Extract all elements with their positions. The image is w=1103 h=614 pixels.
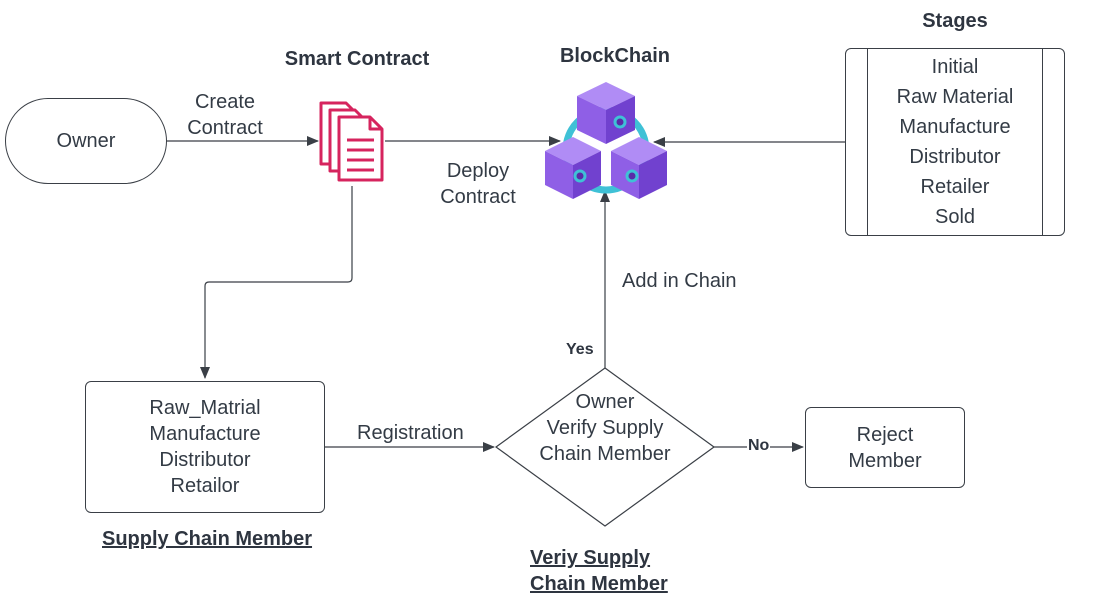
verify-title: Veriy Supply Chain Member xyxy=(530,545,668,597)
smart-contract-title: Smart Contract xyxy=(284,48,430,70)
deploy-contract-label: Deploy Contract xyxy=(423,158,533,210)
deploy-contract-line1: Deploy xyxy=(446,160,510,182)
decision-line3: Chain Member xyxy=(539,443,671,465)
stages-title: Stages xyxy=(922,10,988,32)
members-box: Raw_Matrial Manufacture Distributor Reta… xyxy=(85,381,325,513)
stage-item: Initial xyxy=(931,56,979,78)
member-item: Manufacture xyxy=(149,423,261,445)
edge-to-members xyxy=(200,186,353,379)
stages-left-divider xyxy=(867,49,868,235)
stages-panel: Initial Raw Material Manufacture Distrib… xyxy=(845,48,1065,236)
stage-item: Distributor xyxy=(909,146,1001,168)
verify-title-line1: Veriy Supply xyxy=(530,547,651,569)
stage-item: Raw Material xyxy=(896,86,1014,108)
deploy-contract-line2: Contract xyxy=(440,186,516,208)
decision-line2: Verify Supply xyxy=(546,417,664,439)
no-label: No xyxy=(747,436,771,456)
reject-line1: Reject xyxy=(856,423,914,446)
owner-label: Owner xyxy=(56,130,116,152)
document-icon xyxy=(319,101,384,182)
add-in-chain-label: Add in Chain xyxy=(622,270,737,292)
decision-text: Owner Verify Supply Chain Member xyxy=(515,389,695,467)
stages-right-divider xyxy=(1042,49,1043,235)
decision-line1: Owner xyxy=(575,391,635,413)
reject-line2: Member xyxy=(848,449,922,472)
registration-label: Registration xyxy=(357,422,464,444)
create-contract-line2: Contract xyxy=(187,117,263,139)
verify-title-line2: Chain Member xyxy=(530,573,668,595)
owner-node: Owner xyxy=(5,98,167,184)
blockchain-icon xyxy=(545,82,667,199)
decision-diamond xyxy=(494,367,716,527)
yes-label: Yes xyxy=(566,341,594,358)
stage-item: Manufacture xyxy=(899,116,1011,138)
supply-chain-member-title: Supply Chain Member xyxy=(102,528,313,550)
create-contract-line1: Create xyxy=(194,91,256,113)
member-item: Retailor xyxy=(170,475,240,497)
stage-item: Sold xyxy=(934,206,976,228)
stage-item: Retailer xyxy=(920,176,990,198)
member-item: Distributor xyxy=(159,449,251,471)
create-contract-label: Create Contract xyxy=(170,89,280,141)
member-item: Raw_Matrial xyxy=(149,397,261,419)
blockchain-title: BlockChain xyxy=(559,45,671,67)
reject-member-box: Reject Member xyxy=(805,407,965,488)
